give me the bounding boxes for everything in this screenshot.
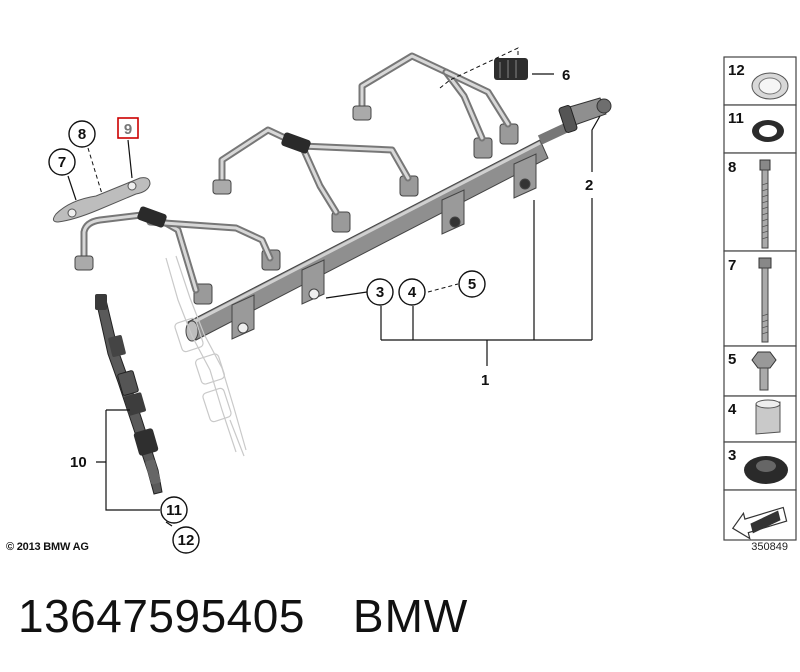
- bracket-plate-illustration: [52, 177, 151, 223]
- legend-item-7: 7: [723, 250, 797, 347]
- callout-12-label: 12: [178, 532, 195, 549]
- brand-name: BMW: [352, 590, 469, 642]
- callout-10: 10: [70, 454, 87, 471]
- callout-9-label: 9: [124, 121, 132, 138]
- callout-7: 7: [48, 148, 76, 176]
- callout-4-label: 4: [408, 284, 417, 301]
- legend-item-4-label: 4: [728, 401, 737, 418]
- callout-11: 11: [160, 496, 188, 524]
- legend-item-4: 4: [723, 395, 797, 443]
- callout-5: 5: [458, 270, 486, 298]
- copyright-label: © 2013 BMW AG: [6, 541, 89, 553]
- callout-3-label: 3: [376, 284, 384, 301]
- callout-5-label: 5: [468, 276, 476, 293]
- footer: 13647595405 BMW: [18, 586, 468, 646]
- legend-item-5: 5: [723, 345, 797, 397]
- callout-12: 12: [172, 526, 200, 554]
- parts-legend: 12 11 8 7 5: [723, 56, 797, 541]
- fuel-lines-illustration: [74, 52, 512, 294]
- legend-item-5-label: 5: [728, 351, 736, 368]
- legend-item-8: 8: [723, 152, 797, 252]
- callout-8-label: 8: [78, 126, 86, 143]
- legend-item-12-label: 12: [728, 62, 745, 79]
- legend-item-11-label: 11: [728, 110, 744, 127]
- legend-item-12: 12: [723, 56, 797, 106]
- callout-7-label: 7: [58, 154, 66, 171]
- injector-illustration: [95, 294, 163, 495]
- pressure-sensor-illustration: [558, 97, 612, 133]
- callout-4: 4: [398, 278, 426, 306]
- legend-item-8-label: 8: [728, 159, 736, 176]
- legend-item-7-label: 7: [728, 257, 736, 274]
- callout-6: 6: [562, 67, 570, 84]
- direction-arrow-icon: [723, 489, 797, 541]
- leader-lines: [67, 73, 601, 527]
- callout-3: 3: [366, 278, 394, 306]
- reference-number: 350849: [751, 541, 788, 553]
- legend-item-3-label: 3: [728, 447, 736, 464]
- callout-10-label: 10: [70, 454, 87, 471]
- legend-item-11: 11: [723, 104, 797, 154]
- ghost-injector-illustration: [165, 255, 247, 457]
- legend-item-3: 3: [723, 441, 797, 491]
- callout-2-label: 2: [585, 177, 593, 194]
- callout-8: 8: [68, 120, 96, 148]
- part-number: 13647595405: [18, 590, 305, 642]
- callout-2: 2: [585, 177, 593, 194]
- fuel-rail-illustration: [185, 121, 573, 342]
- callout-1: 1: [481, 372, 489, 389]
- callout-6-label: 6: [562, 67, 570, 84]
- callout-1-label: 1: [481, 372, 489, 389]
- callout-9: 9: [117, 117, 139, 139]
- clip-illustration: [439, 47, 528, 89]
- callout-11-label: 11: [166, 502, 182, 519]
